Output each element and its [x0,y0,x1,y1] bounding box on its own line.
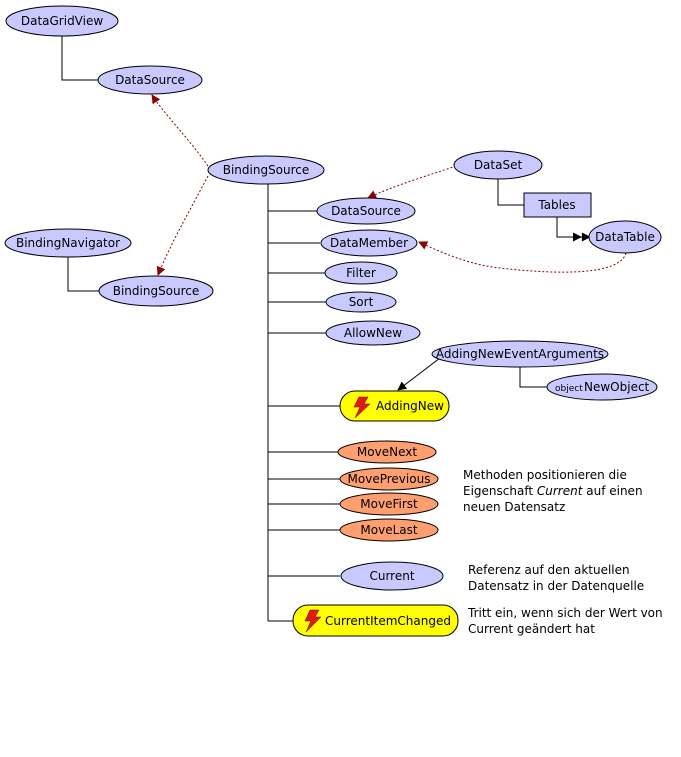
node-label: DataSource [331,204,401,218]
node-label: CurrentItemChanged [325,614,451,628]
event-addingnew[interactable]: AddingNew [339,390,450,422]
node-label: DataSet [474,158,523,172]
node-label: MoveNext [357,445,417,459]
node-label: NewObject [584,380,650,394]
node-sort[interactable]: Sort [325,291,397,313]
note-current: Referenz auf den aktuellen Datensatz in … [468,562,644,594]
method-movefirst[interactable]: MoveFirst [339,492,439,516]
node-dataset[interactable]: DataSet [453,150,543,180]
node-label: DataSource [115,73,185,87]
node-datatable[interactable]: DataTable [588,220,662,254]
note-line: Current geändert hat [468,622,595,636]
node-datagridview[interactable]: DataGridView [5,5,119,37]
note-line: Tritt ein, wenn sich der Wert von [468,606,663,620]
node-bindingnavigator[interactable]: BindingNavigator [4,228,132,258]
node-label: MoveFirst [360,497,418,511]
node-current[interactable]: Current [340,561,444,591]
method-movelast[interactable]: MoveLast [339,518,439,542]
lightning-icon [304,609,322,633]
method-movenext[interactable]: MoveNext [337,440,437,464]
node-datasource[interactable]: DataSource [316,197,416,225]
node-newobject[interactable]: object NewObject [546,373,658,401]
node-bindingsource-main[interactable]: BindingSource [207,155,325,185]
node-tables[interactable]: Tables [523,192,592,218]
node-datamember[interactable]: DataMember [320,229,418,257]
node-label: AddingNew [376,399,444,413]
node-label: Sort [349,295,374,309]
node-label: AllowNew [344,326,402,340]
note-line: Referenz auf den aktuellen [468,563,630,577]
node-label: BindingSource [113,284,200,298]
node-label: DataMember [330,236,408,250]
node-datasource-top[interactable]: DataSource [97,65,203,95]
note-text: auf einen [582,484,643,498]
note-emphasis: Current [536,484,583,498]
event-currentitemchanged[interactable]: CurrentItemChanged [292,604,459,637]
node-label: Tables [537,198,575,212]
node-allownew[interactable]: AllowNew [325,320,421,346]
node-label: DataGridView [21,14,103,28]
note-text: Eigenschaft [463,484,537,498]
node-label: DataTable [595,230,655,244]
node-addingneweventarguments[interactable]: AddingNewEventArguments [431,340,609,368]
note-currentitemchanged: Tritt ein, wenn sich der Wert von Curren… [468,605,663,637]
note-move-methods: Methoden positionieren die Eigenschaft C… [463,467,643,515]
node-label: Current [369,569,414,583]
method-moveprevious[interactable]: MovePrevious [339,467,439,491]
node-label: AddingNewEventArguments [436,347,604,361]
node-label: BindingSource [223,163,310,177]
node-label-prefix: object [555,384,583,394]
note-line: Methoden positionieren die [463,468,627,482]
node-filter[interactable]: Filter [324,261,398,285]
node-label: MoveLast [360,523,417,537]
node-label: Filter [346,266,376,280]
lightning-icon [353,396,371,419]
tree-connectors [61,36,591,622]
note-line: Eigenschaft Current auf einen [463,483,643,499]
node-label: BindingNavigator [16,236,120,250]
reference-arrows [151,94,627,276]
note-line: Datensatz in der Datenquelle [468,579,645,593]
note-line: neuen Datensatz [463,500,566,514]
node-label: MovePrevious [348,472,431,486]
node-bindingsource-nav[interactable]: BindingSource [98,275,214,307]
